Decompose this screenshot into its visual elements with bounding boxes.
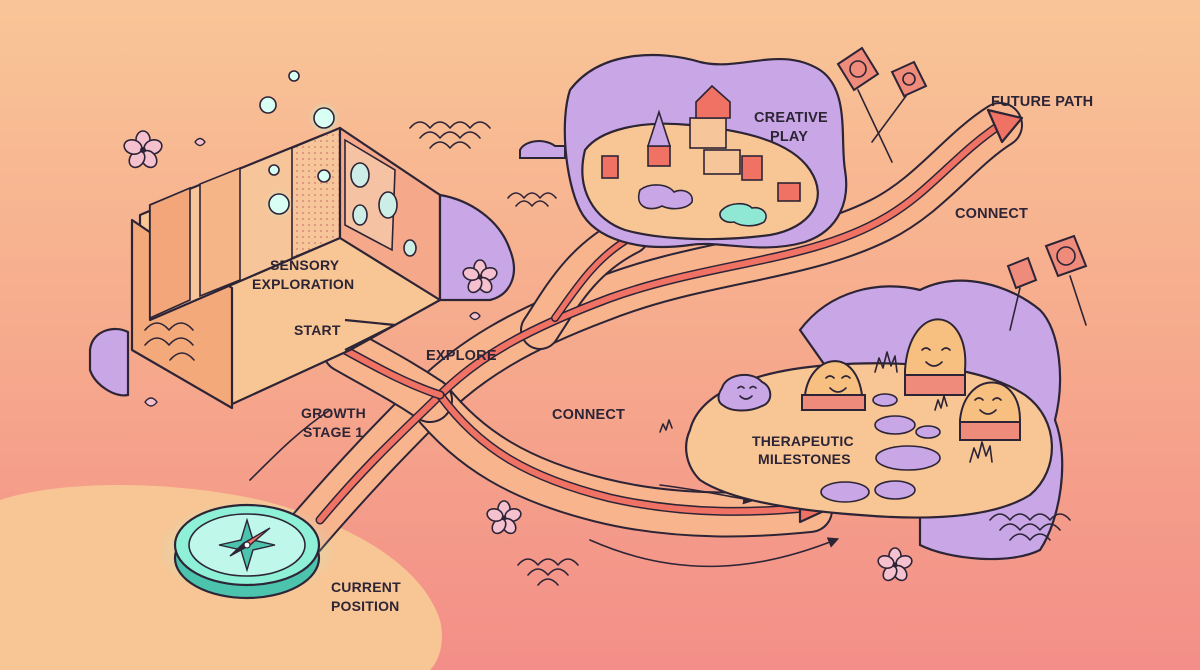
label-current-line1: CURRENT [331,579,401,595]
future-path-arrow-icon [986,108,1024,144]
label-growth-line2: STAGE 1 [303,424,363,440]
cloud [88,327,130,397]
label-connect-top: CONNECT [955,206,1028,222]
label-current-line2: POSITION [331,598,400,614]
wave-pattern-icon [507,192,557,207]
label-start: START [294,322,341,338]
label-future-path: FUTURE PATH [991,94,1093,110]
kite-icon [871,60,928,143]
sakura-flower-icon [123,130,163,169]
label-sensory-line1: SENSORY [270,257,340,273]
sensory-exploration-room [130,70,442,410]
label-growth-line1: GROWTH [301,405,366,421]
label-therapeutic-line2: MILESTONES [758,451,851,467]
guide-arrow [589,537,840,568]
sakura-flower-icon [877,547,913,582]
petal [469,311,481,321]
kite-icon [1044,234,1088,326]
wave-pattern-icon [409,121,491,149]
sakura-flower-icon [462,259,498,294]
label-explore: EXPLORE [426,348,497,364]
kite-icon [1006,256,1038,331]
label-creative-play-line1: CREATIVE [754,110,828,126]
guide-arrow [659,484,755,505]
cloud [519,140,566,159]
label-therapeutic-line1: THERAPEUTIC [752,433,854,449]
wave-pattern-icon [517,558,579,586]
journey-path [277,102,1023,563]
label-sensory-line2: EXPLORATION [252,276,354,292]
sakura-flower-icon [486,500,522,535]
creative-play-island [563,53,848,249]
label-creative-play-line2: PLAY [770,129,808,145]
compass-icon [157,500,337,600]
therapeutic-milestones-island [659,279,1064,561]
kite-icon [836,46,893,163]
petal [194,137,206,147]
label-connect-mid: CONNECT [552,407,625,423]
petal [144,397,158,407]
wave-pattern-icon [989,513,1071,541]
guide-line [249,409,331,481]
